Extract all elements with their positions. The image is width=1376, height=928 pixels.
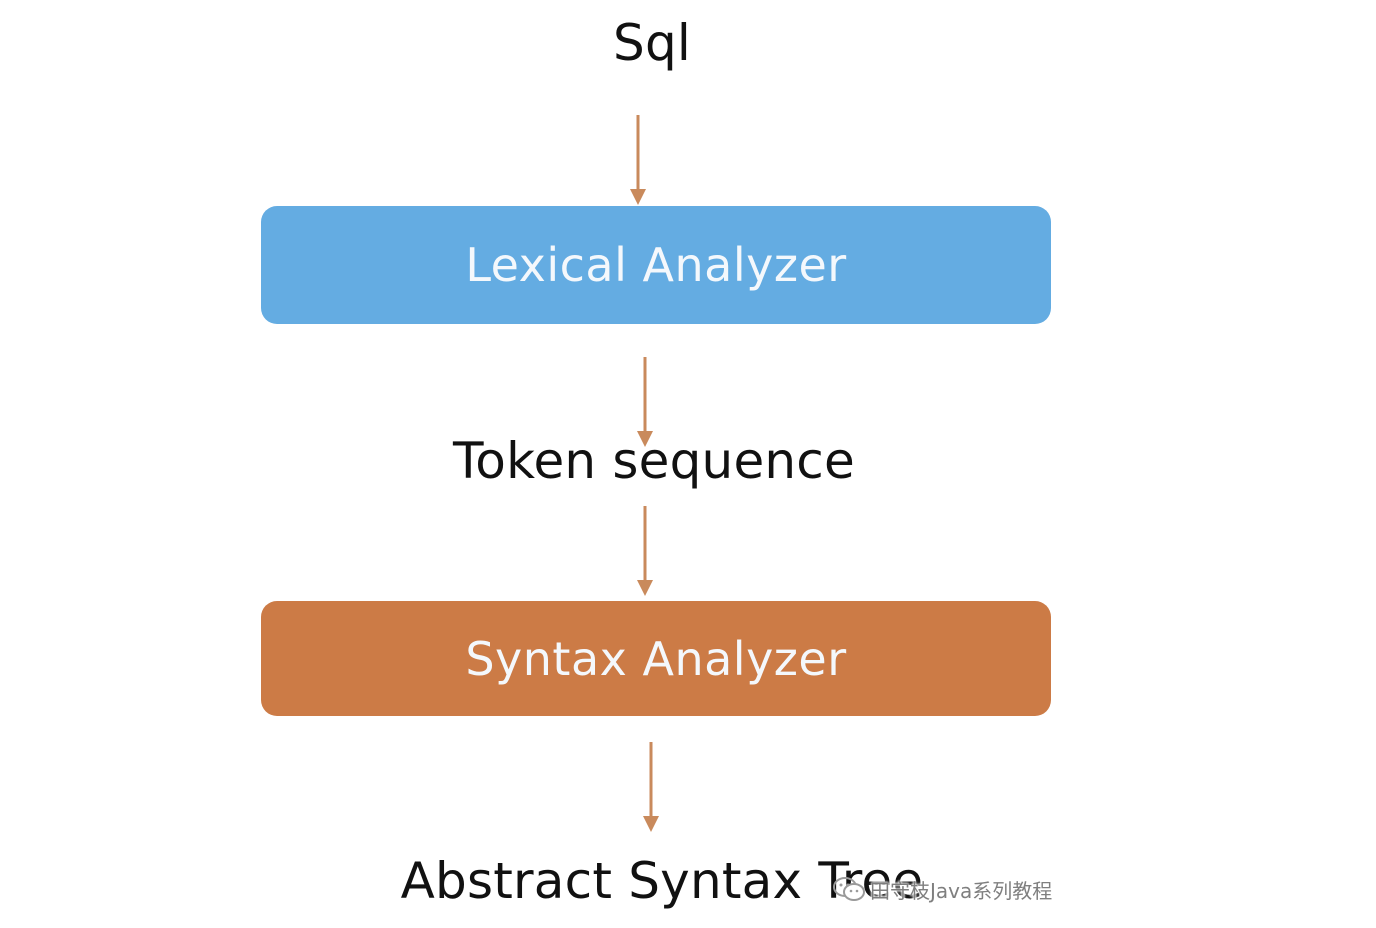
lexical-analyzer-box: Lexical Analyzer — [261, 206, 1051, 324]
wechat-logo-icon — [833, 877, 865, 901]
abstract-syntax-tree-label: Abstract Syntax Tree — [400, 852, 924, 910]
lexical-analyzer-label: Lexical Analyzer — [465, 238, 847, 292]
watermark-text: 田守枝Java系列教程 — [870, 878, 1053, 903]
watermark: 田守枝Java系列教程 — [832, 872, 1052, 906]
syntax-analyzer-label: Syntax Analyzer — [465, 631, 847, 686]
input-label-sql: Sql — [613, 14, 691, 72]
arrow-down-1 — [626, 115, 650, 207]
token-sequence-label: Token sequence — [453, 432, 855, 490]
syntax-analyzer-box: Syntax Analyzer — [261, 601, 1051, 716]
arrow-down-4 — [639, 742, 663, 834]
arrow-down-2 — [633, 357, 657, 449]
arrow-down-3 — [633, 506, 657, 598]
